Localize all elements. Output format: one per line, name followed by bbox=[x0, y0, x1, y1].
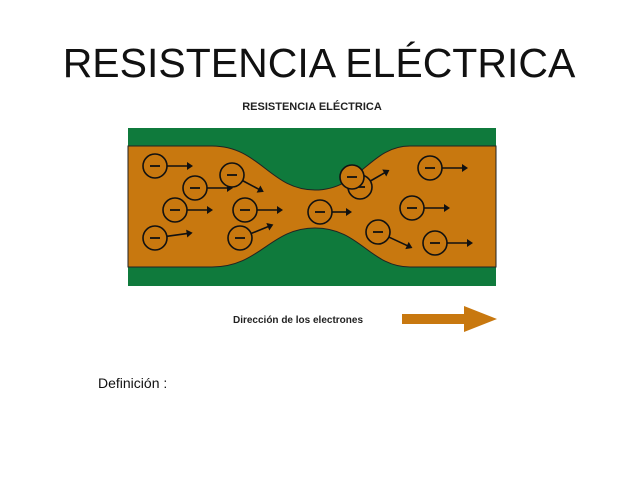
electron bbox=[142, 225, 193, 251]
arrowhead-icon bbox=[462, 164, 468, 172]
arrowhead-icon bbox=[277, 206, 283, 214]
slide-title: RESISTENCIA ELÉCTRICA bbox=[62, 40, 576, 86]
arrowhead-icon bbox=[187, 162, 193, 170]
direction-label: Dirección de los electrones bbox=[233, 315, 363, 326]
electron-arrow-shaft bbox=[369, 171, 386, 182]
arrowhead-icon bbox=[186, 229, 193, 238]
electron-arrow-shaft bbox=[242, 179, 260, 191]
electron bbox=[422, 230, 473, 256]
resistance-diagram: RESISTENCIA ELÉCTRICA Dirección de los e… bbox=[120, 90, 510, 340]
arrowhead-icon bbox=[405, 241, 413, 250]
definition-label: Definición : bbox=[98, 375, 168, 391]
arrowhead-icon bbox=[266, 223, 274, 231]
electron bbox=[162, 197, 213, 223]
arrowhead-icon bbox=[444, 204, 450, 212]
electron bbox=[399, 195, 450, 221]
arrowhead-icon bbox=[207, 206, 213, 214]
diagram-title: RESISTENCIA ELÉCTRICA bbox=[242, 100, 382, 113]
arrowhead-icon bbox=[256, 185, 264, 193]
electron bbox=[227, 223, 274, 251]
electron bbox=[219, 162, 264, 193]
arrowhead-icon bbox=[382, 169, 390, 177]
electron bbox=[232, 197, 283, 223]
electron-arrow-shaft bbox=[166, 232, 188, 238]
direction-arrow bbox=[402, 306, 497, 332]
arrowhead-icon bbox=[467, 239, 473, 247]
arrowhead-icon bbox=[346, 208, 352, 216]
electrons-group bbox=[142, 153, 473, 256]
electron bbox=[365, 219, 413, 250]
electron bbox=[142, 153, 193, 179]
electron bbox=[339, 164, 365, 190]
electron bbox=[182, 175, 233, 201]
electron bbox=[417, 155, 468, 181]
electron bbox=[307, 199, 352, 225]
electron-arrow-shaft bbox=[388, 236, 409, 247]
electron-arrow-shaft bbox=[250, 225, 270, 235]
